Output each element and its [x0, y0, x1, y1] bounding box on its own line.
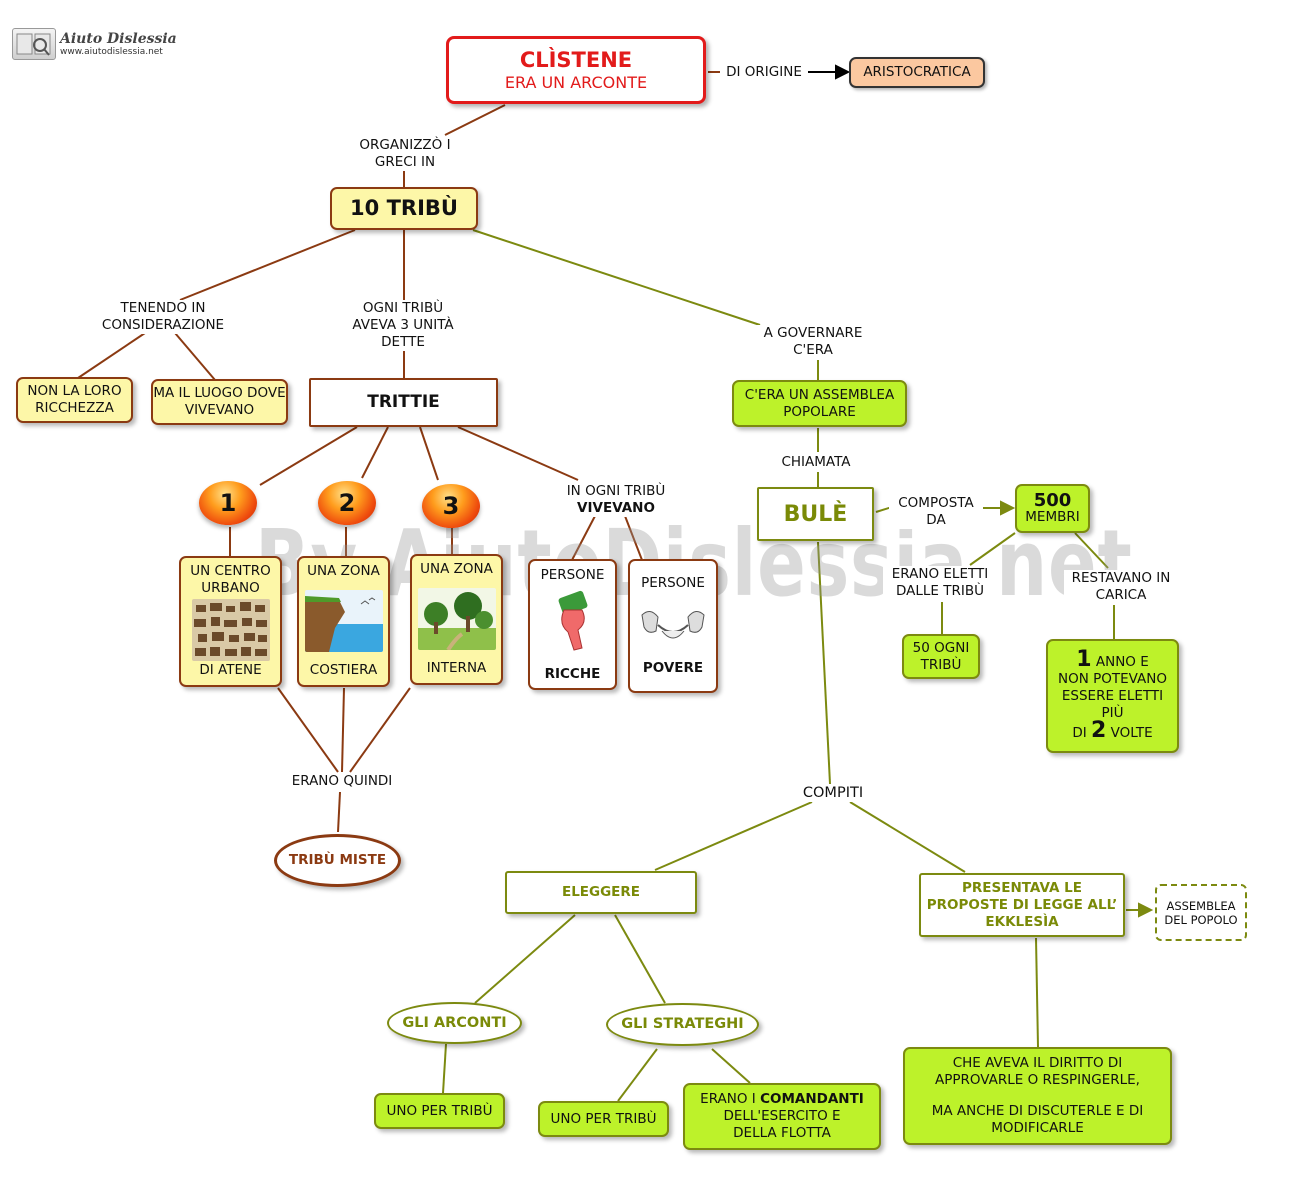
assemblea-popolo-text: ASSEMBLEA DEL POPOLO [1164, 898, 1238, 927]
membri-text: MEMBRI [1025, 508, 1080, 525]
arconti-text: GLI ARCONTI [402, 1014, 507, 1031]
povere-bottom: POVERE [642, 660, 704, 676]
card1-bottom: DI ATENE [199, 662, 262, 678]
label-compiti: COMPITI [800, 785, 866, 802]
tribu-miste-text: TRIBÙ MISTE [288, 852, 387, 868]
card1-top: UN CENTRO URBANO [190, 563, 271, 596]
node-un-anno[interactable]: 1 ANNO E NON POTEVANO ESSERE ELETTI PIÙ … [1046, 639, 1179, 753]
comandanti-a: ERANO I [700, 1091, 756, 1107]
node-presentava[interactable]: PRESENTAVA LE PROPOSTE DI LEGGE ALL’ EKK… [919, 873, 1125, 937]
comandanti-c: DELL'ESERCITO E DELLA FLOTTA [723, 1108, 841, 1141]
aristocratica-text: ARISTOCRATICA [863, 64, 971, 80]
node-luogo[interactable]: MA IL LUOGO DOVE VIVEVANO [151, 379, 288, 425]
label-in-ogni-tribu: IN OGNI TRIBÙ VIVEVANO [564, 483, 668, 517]
logo-title: Aiuto Dislessia [60, 31, 177, 47]
anno-num-2: 2 [1091, 717, 1107, 743]
node-persone-povere[interactable]: PERSONE POVERE [628, 559, 718, 693]
node-tribu-miste[interactable]: TRIBÙ MISTE [274, 834, 401, 887]
comandanti-b: COMANDANTI [760, 1091, 864, 1107]
node-diritto[interactable]: CHE AVEVA IL DIRITTO DI APPROVARLE O RES… [903, 1047, 1172, 1145]
node-gli-arconti[interactable]: GLI ARCONTI [387, 1002, 522, 1044]
node-card-zona-interna[interactable]: UNA ZONA INTERNA [410, 554, 503, 685]
label-a-governare: A GOVERNARE C'ERA [756, 325, 870, 359]
in-ogni-tribu-text: IN OGNI TRIBÙ [566, 483, 666, 499]
tribu10-text: 10 TRIBÙ [350, 196, 458, 220]
node-eleggere[interactable]: ELEGGERE [505, 871, 697, 914]
presentava-text: PRESENTAVA LE PROPOSTE DI LEGGE ALL’ EKK… [926, 879, 1118, 930]
diritto-b: MA ANCHE DI DISCUTERLE E DI MODIFICARLE [931, 1103, 1144, 1136]
coast-image [304, 590, 383, 652]
number-badge-2: 2 [318, 481, 376, 525]
label-tenendo: TENENDO IN CONSIDERAZIONE [81, 300, 245, 334]
label-erano-eletti: ERANO ELETTI DALLE TRIBÙ [883, 566, 997, 600]
trittie-text: TRITTIE [367, 392, 440, 412]
bule-text: BULÈ [783, 501, 848, 527]
book-icon [12, 28, 56, 60]
ricche-bottom: RICCHE [544, 666, 601, 682]
anno-text-2: NON POTEVANO ESSERE ELETTI PIÙ [1058, 670, 1167, 721]
anno-text-3b: VOLTE [1110, 724, 1153, 741]
diritto-a: CHE AVEVA IL DIRITTO DI APPROVARLE O RES… [935, 1055, 1140, 1088]
city-image [191, 598, 270, 661]
eleggere-text: ELEGGERE [561, 884, 641, 900]
label-chiamata: CHIAMATA [779, 454, 853, 471]
card3-top: UNA ZONA [420, 561, 493, 577]
node-bule[interactable]: BULÈ [757, 487, 874, 541]
label-erano-quindi: ERANO QUINDI [289, 773, 395, 790]
anno-num-1: 1 [1076, 646, 1092, 672]
card3-bottom: INTERNA [426, 660, 487, 676]
povere-top: PERSONE [641, 575, 705, 591]
assemblea-popolare-text: C'ERA UN ASSEMBLEA POPOLARE [744, 386, 895, 420]
anno-text-1: ANNO E [1095, 653, 1149, 670]
label-restavano: RESTAVANO IN CARICA [1064, 570, 1178, 604]
label-composta: COMPOSTA DA [889, 495, 983, 529]
label-organizzo: ORGANIZZÒ I GRECI IN [355, 137, 455, 171]
node-card-zona-costiera[interactable]: UNA ZONA COSTIERA [297, 556, 390, 687]
uno-tribu-2-text: UNO PER TRIBÙ [550, 1110, 657, 1127]
node-card-centro-urbano[interactable]: UN CENTRO URBANO DI ATENE [179, 556, 282, 687]
number-badge-1: 1 [199, 481, 257, 525]
node-assemblea-popolo[interactable]: ASSEMBLEA DEL POPOLO [1155, 884, 1247, 941]
node-uno-per-tribu-2[interactable]: UNO PER TRIBÙ [538, 1101, 669, 1137]
label-di-origine: DI ORIGINE [724, 64, 804, 81]
node-comandanti[interactable]: ERANO I COMANDANTI DELL'ESERCITO E DELLA… [683, 1083, 881, 1150]
site-logo[interactable]: Aiuto Dislessia www.aiutodislessia.net [12, 28, 177, 60]
label-ogni-tribu: OGNI TRIBÙ AVEVA 3 UNITÀ DETTE [341, 300, 465, 351]
anno-text-3a: DI [1072, 724, 1087, 741]
strateghi-text: GLI STRATEGHI [621, 1016, 744, 1032]
node-assemblea-popolare[interactable]: C'ERA UN ASSEMBLEA POPOLARE [732, 380, 907, 427]
card2-bottom: COSTIERA [309, 662, 378, 678]
clistene-subtitle: ERA UN ARCONTE [504, 73, 648, 92]
node-trittie[interactable]: TRITTIE [309, 378, 498, 427]
money-hand-icon [558, 590, 587, 651]
node-aristocratica[interactable]: ARISTOCRATICA [849, 57, 985, 88]
forest-image [417, 588, 496, 650]
node-gli-strateghi[interactable]: GLI STRATEGHI [606, 1003, 759, 1046]
number-badge-3: 3 [422, 484, 480, 528]
node-persone-ricche[interactable]: PERSONE RICCHE [528, 559, 617, 690]
uno-tribu-1-text: UNO PER TRIBÙ [386, 1102, 493, 1119]
empty-pockets-icon [641, 611, 705, 639]
clistene-title: CLÌSTENE [519, 48, 633, 72]
card2-top: UNA ZONA [307, 563, 380, 579]
ricchezza-text: NON LA LORO RICCHEZZA [27, 383, 122, 416]
node-50-ogni-tribu[interactable]: 50 OGNI TRIBÙ [902, 634, 980, 679]
luogo-text: MA IL LUOGO DOVE VIVEVANO [153, 385, 286, 418]
logo-url: www.aiutodislessia.net [60, 47, 163, 57]
ricche-top: PERSONE [540, 567, 605, 583]
node-10-tribu[interactable]: 10 TRIBÙ [330, 187, 478, 230]
vivevano-text: VIVEVANO [577, 500, 655, 516]
node-clistene[interactable]: CLÌSTENE ERA UN ARCONTE [446, 36, 706, 104]
node-ricchezza[interactable]: NON LA LORO RICCHEZZA [16, 377, 133, 423]
node-uno-per-tribu-1[interactable]: UNO PER TRIBÙ [374, 1093, 505, 1129]
membri-num: 500 [1033, 489, 1072, 511]
cinquanta-text: 50 OGNI TRIBÙ [912, 639, 970, 673]
node-500-membri[interactable]: 500 MEMBRI [1015, 484, 1090, 533]
